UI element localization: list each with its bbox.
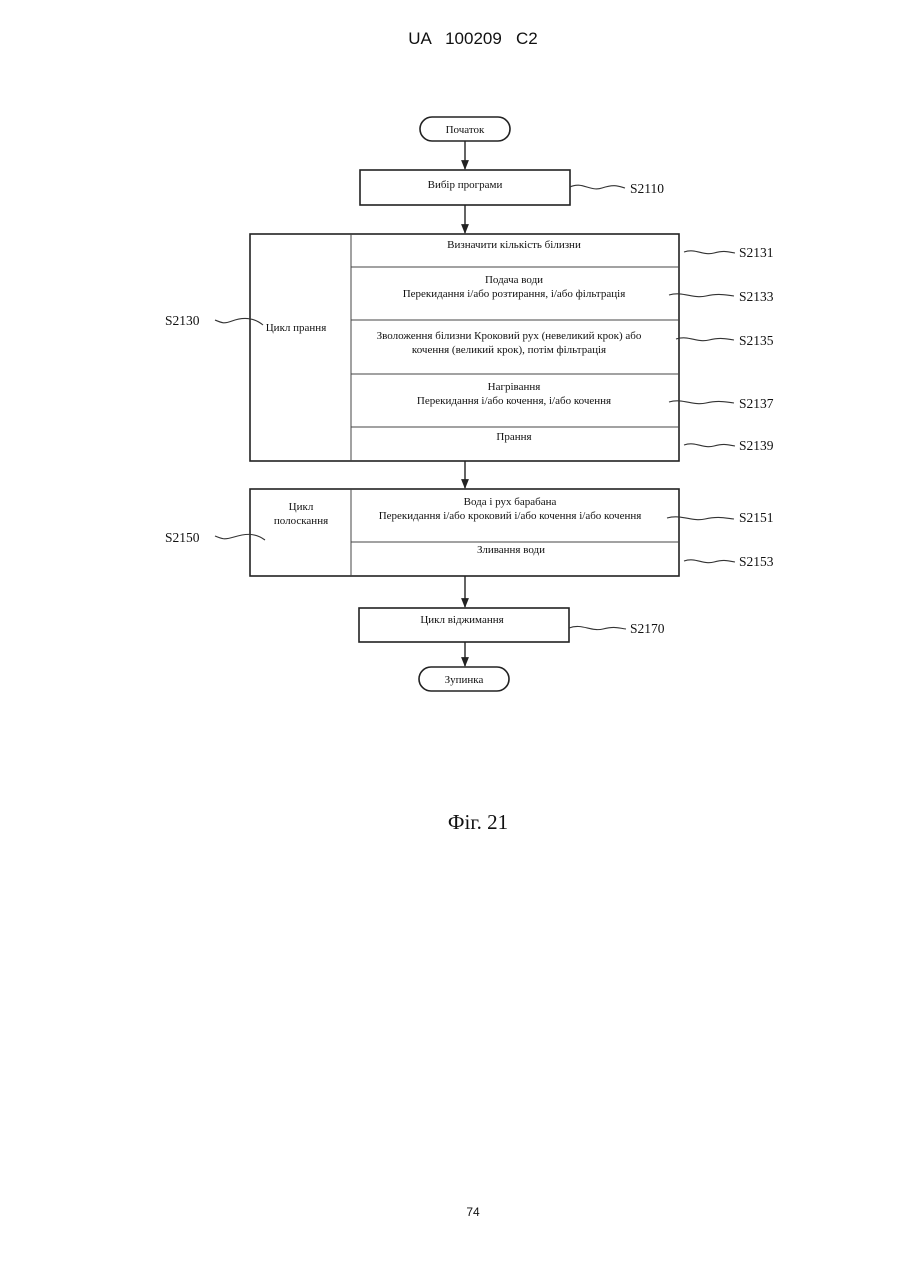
ref-s2110: S2110 xyxy=(630,181,664,196)
wash-step-text: Зволоження білизни Кроковий рух (невелик… xyxy=(377,330,642,342)
ref-s2139: S2139 xyxy=(739,438,774,453)
wash-step-text: Перекидання і/або кочення, і/або кочення xyxy=(417,395,611,407)
ref-s2151: S2151 xyxy=(739,510,774,525)
leader-line xyxy=(676,338,734,341)
ref-s2135: S2135 xyxy=(739,333,774,348)
select-program-label: Вибір програми xyxy=(428,179,503,191)
wash-step-text: Перекидання і/або розтирання, і/або філь… xyxy=(403,288,626,300)
leader-line xyxy=(684,444,735,447)
ref-s2131: S2131 xyxy=(739,245,774,260)
rinse-cycle-label: Цикл xyxy=(289,501,314,513)
ref-s2170: S2170 xyxy=(630,621,665,636)
rinse-cycle-block: Цикл полоскання Вода і рух барабана Пере… xyxy=(250,489,679,576)
wash-cycle-block: Цикл прання Визначити кількість білизни … xyxy=(250,234,679,461)
start-label: Початок xyxy=(446,124,485,136)
rinse-step-text: Зливання води xyxy=(477,544,545,556)
wash-step-text: кочення (великий крок), потім фільтрація xyxy=(412,344,606,356)
stop-terminator: Зупинка xyxy=(419,667,509,691)
rinse-step-text: Перекидання і/або кроковий і/або кочення… xyxy=(379,510,642,522)
rinse-cycle-label: полоскання xyxy=(274,515,328,527)
ref-s2153: S2153 xyxy=(739,554,774,569)
rinse-step-text: Вода і рух барабана xyxy=(464,496,557,508)
stop-label: Зупинка xyxy=(445,674,484,686)
wash-step-text: Прання xyxy=(496,431,531,443)
spin-cycle-label: Цикл віджимання xyxy=(420,614,503,626)
wash-step-text: Нагрівання xyxy=(488,381,541,393)
patent-header: UA 100209 C2 xyxy=(408,29,537,48)
leader-line xyxy=(684,251,735,254)
wash-cycle-label: Цикл прання xyxy=(266,322,327,334)
ref-s2133: S2133 xyxy=(739,289,774,304)
figure-caption: Фіг. 21 xyxy=(448,810,508,834)
select-program-box: Вибір програми xyxy=(360,170,570,205)
leader-line xyxy=(684,560,735,563)
start-terminator: Початок xyxy=(420,117,510,141)
leader-line xyxy=(569,626,626,629)
ref-s2130: S2130 xyxy=(165,313,200,328)
ref-s2137: S2137 xyxy=(739,396,774,411)
leader-line xyxy=(570,185,625,189)
page-number: 74 xyxy=(466,1205,480,1219)
ref-s2150: S2150 xyxy=(165,530,200,545)
wash-step-text: Подача води xyxy=(485,274,543,286)
wash-step-text: Визначити кількість білизни xyxy=(447,239,581,251)
spin-cycle-box: Цикл віджимання xyxy=(359,608,569,642)
